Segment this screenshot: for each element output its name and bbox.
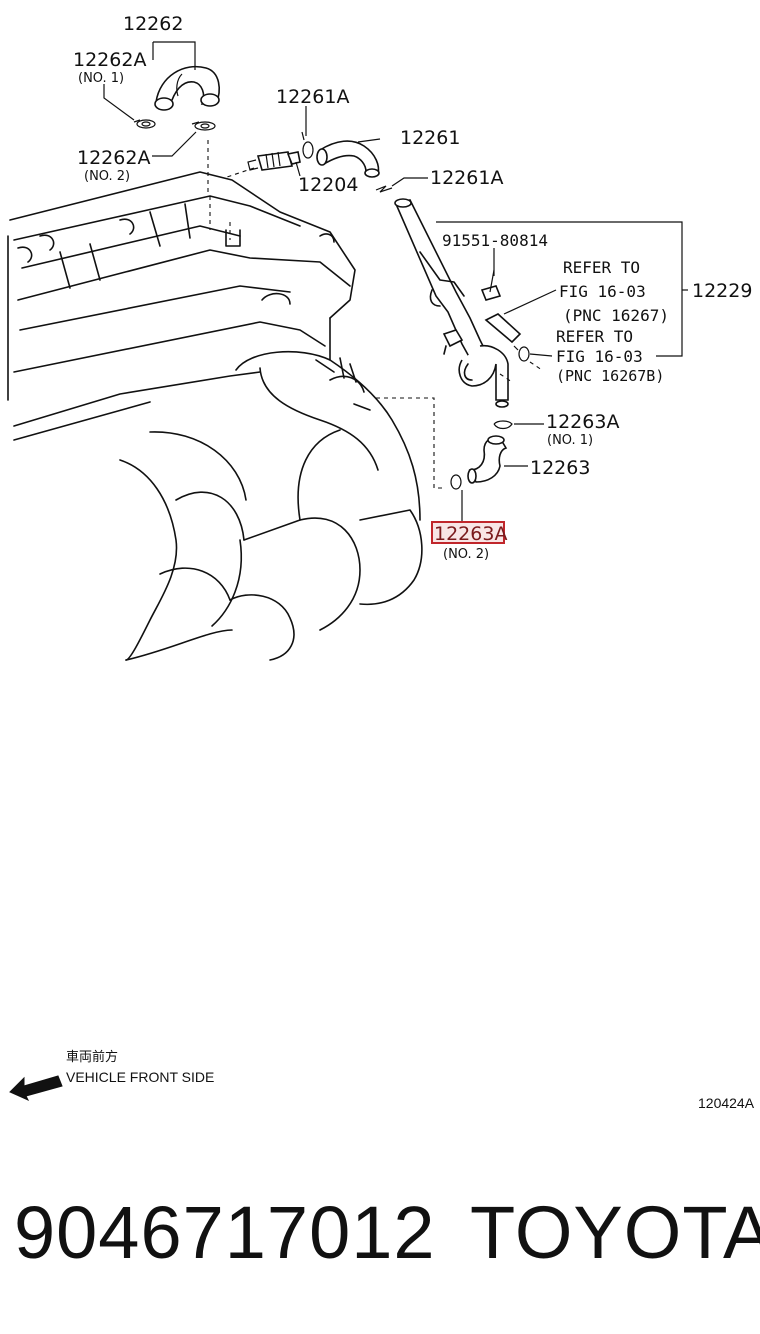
label-refer1-b: FIG 16-03 <box>559 282 646 301</box>
label-12263A-no1-sub: (NO. 1) <box>547 433 593 448</box>
label-12263: 12263 <box>530 457 590 479</box>
label-12262A-no1-sub: (NO. 1) <box>78 71 124 86</box>
clamp-12262A-no1 <box>133 119 156 129</box>
engine-block <box>7 171 356 401</box>
label-refer2-a: REFER TO <box>556 327 633 346</box>
label-12262A-no1: 12262A <box>73 49 146 71</box>
label-refer2-c: (PNC 16267B) <box>556 367 664 385</box>
front-arrow-icon <box>9 1075 63 1102</box>
label-12262: 12262 <box>123 13 183 35</box>
part-labels: 12262 12262A (NO. 1) 12262A (NO. 2) 1226… <box>73 13 752 562</box>
highlight-box <box>431 521 505 544</box>
pcv-valve-12204 <box>247 151 301 171</box>
part-number: 9046717012 <box>14 1191 436 1274</box>
label-refer1-a: REFER TO <box>563 258 640 277</box>
label-12261: 12261 <box>400 127 460 149</box>
clamp-12262A-no2 <box>191 121 216 131</box>
clamp-12261A-mid <box>375 185 393 193</box>
intake-manifold <box>13 350 423 661</box>
label-12262A-no2-sub: (NO. 2) <box>84 169 130 184</box>
legend-text: VEHICLE FRONT SIDE <box>66 1069 214 1085</box>
hose-12263 <box>467 435 508 484</box>
label-12261A-mid: 12261A <box>430 167 503 189</box>
hose-12262 <box>154 65 220 111</box>
footer-caption: 9046717012 TOYOTA <box>14 1190 760 1280</box>
label-12261A-top: 12261A <box>276 86 349 108</box>
label-12229: 12229 <box>692 280 752 302</box>
legend-cjk-text: 車両前方 <box>66 1049 118 1065</box>
label-refer2-b: FIG 16-03 <box>556 347 643 366</box>
label-12263A-no2-sub: (NO. 2) <box>443 547 489 562</box>
brand-name: TOYOTA <box>470 1191 760 1274</box>
clamp-12261A-top <box>301 131 314 159</box>
clamp-12263A-no1 <box>493 420 513 430</box>
label-refer1-c: (PNC 16267) <box>563 306 669 325</box>
assembly-dashed-lines <box>207 140 543 489</box>
label-12263A-no2-highlighted[interactable]: 12263A <box>434 523 507 545</box>
leader-lines <box>103 41 688 522</box>
drawing-code: 120424A <box>698 1095 755 1111</box>
label-91551-80814: 91551-80814 <box>442 231 548 250</box>
label-12204: 12204 <box>298 174 358 196</box>
clamp-12263A-no2 <box>450 474 462 490</box>
label-12262A-no2: 12262A <box>77 147 150 169</box>
ventilation-pipe-12229 <box>394 198 530 408</box>
vehicle-front-legend: 車両前方 VEHICLE FRONT SIDE <box>9 1049 214 1102</box>
hose-12261 <box>316 140 380 178</box>
label-12263A-no1: 12263A <box>546 411 619 433</box>
